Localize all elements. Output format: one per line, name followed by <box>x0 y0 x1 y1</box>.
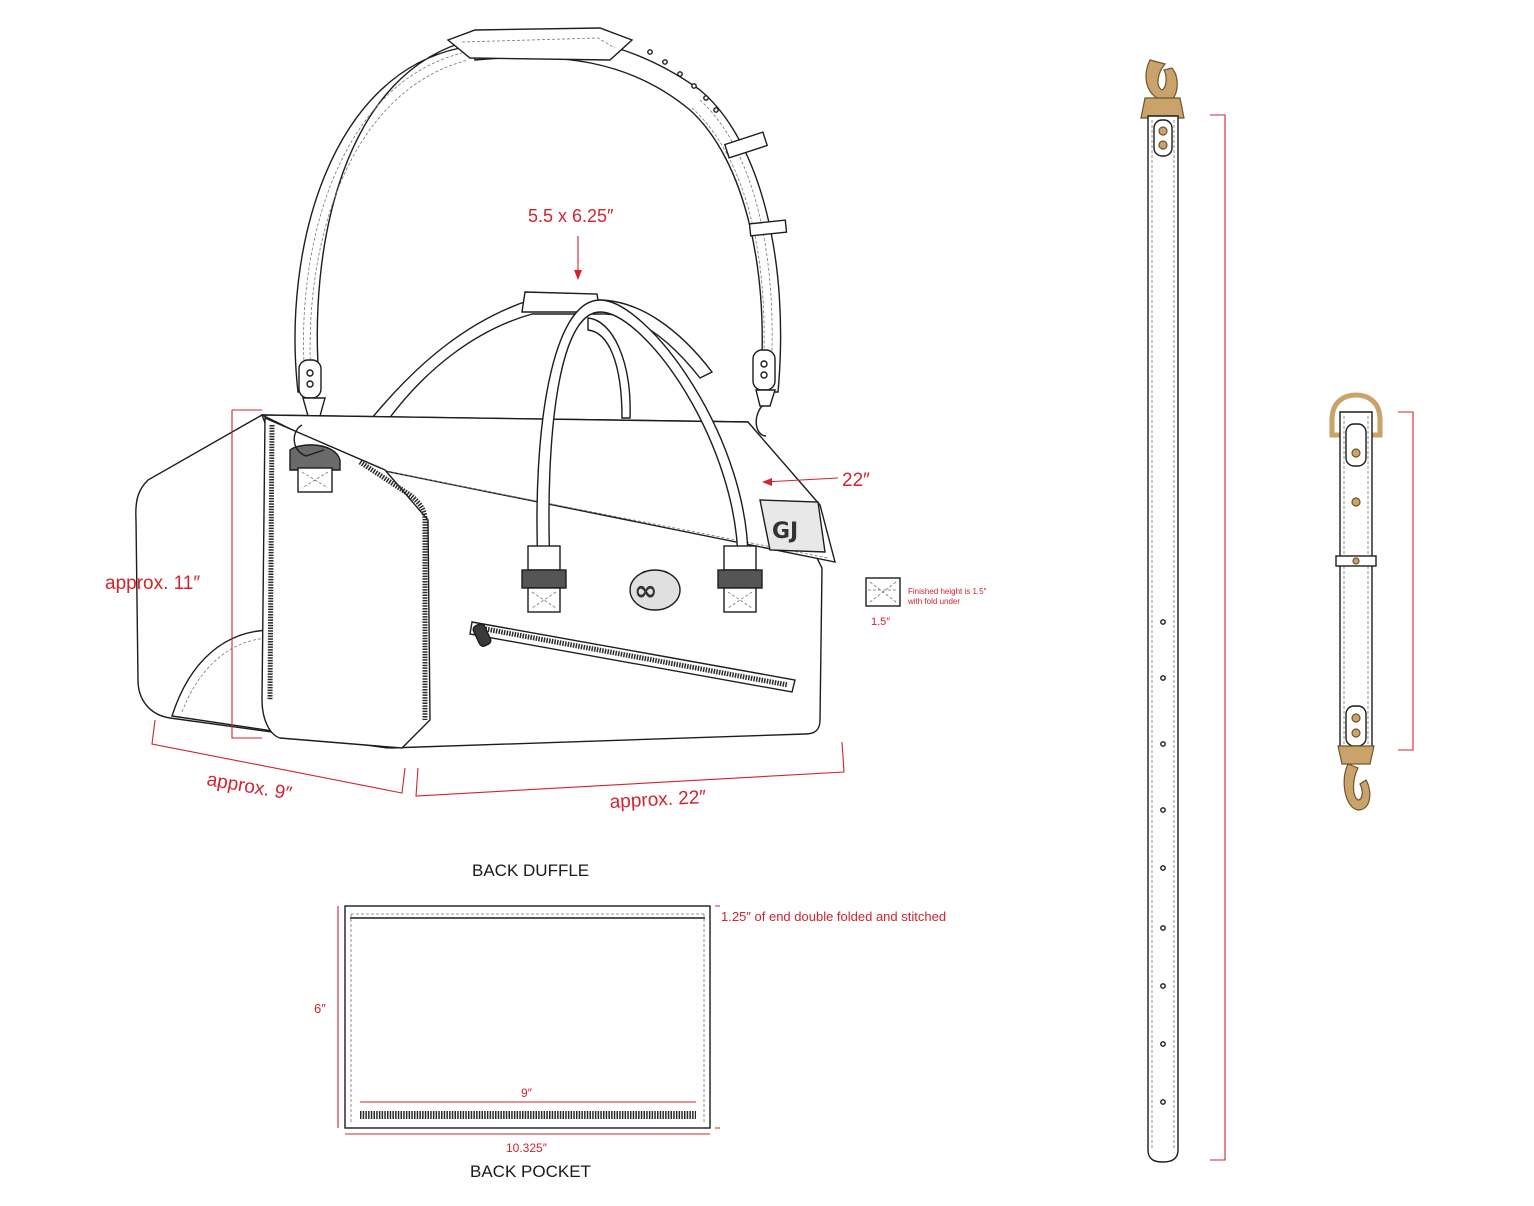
tab-width-label: 1.5″ <box>871 616 890 628</box>
pocket-width-label: 10.325″ <box>506 1141 548 1155</box>
gj-logo-icon: GJ <box>759 499 826 553</box>
length-label: approx. 22″ <box>609 787 707 813</box>
back-pocket-title: BACK POCKET <box>470 1162 591 1181</box>
back-duffle-title: BACK DUFFLE <box>472 861 589 880</box>
handle-wrap-label: 5.5 x 6.25″ <box>528 206 614 226</box>
depth-label: approx. 9″ <box>205 769 294 805</box>
bag-dimension-lines <box>151 236 845 797</box>
fold-tab-detail <box>865 577 901 607</box>
svg-text:∞: ∞ <box>634 574 657 607</box>
pocket-height-label: 6″ <box>314 1001 326 1016</box>
infinity-logo-icon: ∞ <box>629 569 681 611</box>
tab-note-line2: with fold under <box>907 597 960 606</box>
handle-length-label: 22″ <box>842 470 870 491</box>
duffle-bag: GJ ∞ <box>135 291 836 749</box>
side-height-label: approx. 11″ <box>105 573 200 594</box>
pocket-zip-length-label: 9″ <box>521 1086 533 1100</box>
short-strap <box>1329 392 1414 811</box>
svg-text:GJ: GJ <box>772 519 798 544</box>
shoulder-strap <box>294 27 788 449</box>
pocket-fold-note: 1.25″ of end double folded and stitched <box>721 909 946 924</box>
back-pocket <box>337 905 720 1135</box>
long-strap <box>1140 59 1226 1163</box>
tab-note-line1: Finished height is 1.5″ <box>908 587 987 596</box>
